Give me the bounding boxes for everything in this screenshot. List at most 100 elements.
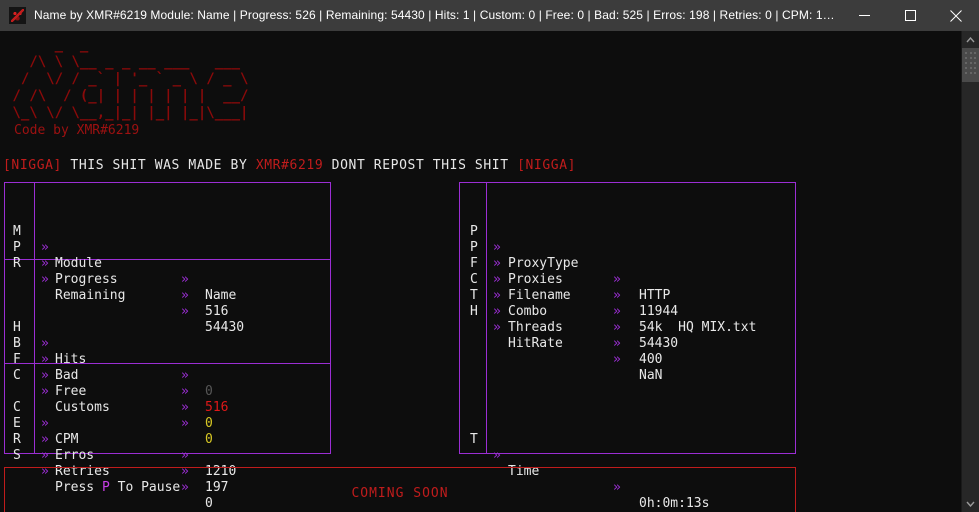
banner-credit: Code by XMR#6219 (14, 123, 140, 138)
row-erros-key: E (13, 416, 21, 431)
row-time-value: 0h:0m:13s (639, 496, 710, 511)
row-proxytype-key: P (470, 224, 478, 239)
row-hits-chevron-2: » (181, 368, 189, 383)
row-threads-key: T (470, 288, 478, 303)
row-progress-chevron-2: » (181, 288, 189, 303)
stats-panel-left: M » Module » Name P » Progress » 516 (4, 182, 331, 511)
row-bad-key: B (13, 336, 21, 351)
pause-hotkey: P (101, 480, 110, 495)
row-filename-value: 54k HQ MIX.txt (639, 320, 757, 335)
row-remaining-value: 54430 (205, 320, 245, 335)
row-hits: H » Hits » 0 (5, 304, 330, 399)
maximize-button[interactable] (887, 0, 933, 31)
row-hitrate-chevron-1: » (493, 320, 501, 335)
console-output: _ _ /\ \ \__ _ _ __ ___ ___ / \/ / _` | … (0, 31, 961, 512)
row-bad-label: Bad (55, 368, 79, 383)
row-progress-key: P (13, 240, 21, 255)
row-bad-chevron-2: » (181, 384, 189, 399)
row-proxytype-label: ProxyType (508, 256, 579, 271)
row-bad-value: 516 (205, 400, 229, 415)
notice-close-tag: [NIGGA] (517, 158, 577, 173)
row-proxytype-chevron-1: » (493, 240, 501, 255)
pause-suffix: To Pause (109, 480, 181, 495)
row-time-chevron-2: » (613, 480, 621, 495)
row-hits-label: Hits (55, 352, 87, 367)
scrollbar-thumb[interactable] (962, 48, 979, 82)
row-retries-chevron-2: » (181, 480, 189, 495)
row-pause-key: S (13, 448, 21, 463)
row-erros-chevron-1: » (41, 432, 49, 447)
panel-left-divider-1 (5, 259, 330, 260)
row-customs-key: C (13, 368, 21, 383)
row-proxies-chevron-2: » (613, 288, 621, 303)
ascii-art-logo: _ _ /\ \ \__ _ _ __ ___ ___ / \/ / _` | … (12, 37, 249, 121)
row-hitrate-key: H (470, 304, 478, 319)
row-time-key: T (470, 432, 478, 447)
window-title: Name by XMR#6219 Module: Name | Progress… (34, 8, 841, 22)
row-threads-chevron-1: » (493, 304, 501, 319)
row-proxytype-value: HTTP (639, 288, 671, 303)
row-threads-value: 400 (639, 352, 663, 367)
row-remaining: R » Remaining » 54430 (5, 240, 330, 335)
row-module-value: Name (205, 288, 237, 303)
row-filename-chevron-2: » (613, 304, 621, 319)
row-proxytype: P » ProxyType » HTTP (460, 208, 795, 303)
panel-left-vertical-divider (34, 183, 35, 453)
row-proxies-label: Proxies (508, 272, 563, 287)
row-progress: P » Progress » 516 (5, 224, 330, 319)
row-module: M » Module » Name (5, 208, 330, 303)
scroll-up-arrow-icon[interactable] (962, 31, 979, 48)
scroll-down-arrow-icon[interactable] (962, 495, 979, 512)
minimize-button[interactable] (841, 0, 887, 31)
row-filename-label: Filename (508, 288, 571, 303)
row-threads-label: Threads (508, 320, 563, 335)
row-free-label: Free (55, 384, 87, 399)
row-cpm: C » CPM » 1210 (5, 384, 330, 479)
row-module-chevron-1: » (41, 240, 49, 255)
row-combo-chevron-1: » (493, 288, 501, 303)
app-skull-icon (9, 7, 26, 24)
row-retries: R » Retries » 0 (5, 416, 330, 511)
notice-line: [NIGGA] THIS SHIT WAS MADE BY XMR#6219 D… (3, 158, 576, 174)
panel-left-divider-2 (5, 363, 330, 364)
row-proxytype-chevron-2: » (613, 272, 621, 287)
row-erros-value: 197 (205, 480, 229, 495)
row-free: F » Free » 0 (5, 336, 330, 431)
row-cpm-chevron-1: » (41, 416, 49, 431)
coming-soon-panel: COMING SOON (4, 467, 796, 512)
row-retries-value: 0 (205, 496, 213, 511)
row-remaining-key: R (13, 256, 21, 271)
row-threads: T » Threads » 400 (460, 272, 795, 367)
row-time-chevron-1: » (493, 448, 501, 463)
row-filename-chevron-1: » (493, 272, 501, 287)
panel-right-vertical-divider (486, 183, 487, 453)
row-threads-chevron-2: » (613, 336, 621, 351)
row-cpm-chevron-2: » (181, 448, 189, 463)
row-progress-label: Progress (55, 272, 118, 287)
row-free-chevron-2: » (181, 400, 189, 415)
notice-part1: THIS SHIT WAS MADE BY (62, 158, 256, 173)
close-button[interactable] (933, 0, 979, 31)
row-hits-chevron-1: » (41, 336, 49, 351)
vertical-scrollbar[interactable] (961, 31, 979, 512)
scrollbar-track[interactable] (962, 48, 979, 495)
row-combo-key: C (470, 272, 478, 287)
row-hitrate-value: NaN (639, 368, 663, 383)
row-pause-hint[interactable]: S » Press P To Pause (5, 432, 330, 495)
row-module-chevron-2: » (181, 272, 189, 287)
stats-panel-right: P » ProxyType » HTTP P » Proxies » 11944 (459, 182, 796, 511)
row-cpm-key: C (13, 400, 21, 415)
row-remaining-label: Remaining (55, 288, 126, 303)
row-pause-chevron: » (41, 464, 49, 479)
row-erros-label: Erros (55, 448, 95, 463)
notice-open-tag: [NIGGA] (3, 158, 62, 173)
row-hits-key: H (13, 320, 21, 335)
row-progress-chevron-1: » (41, 256, 49, 271)
panel-left-rows: M » Module » Name P » Progress » 516 (5, 183, 330, 511)
row-retries-chevron-1: » (41, 448, 49, 463)
row-erros-chevron-2: » (181, 464, 189, 479)
row-module-label: Module (55, 256, 102, 271)
title-bar: Name by XMR#6219 Module: Name | Progress… (0, 0, 979, 31)
row-bad-chevron-1: » (41, 352, 49, 367)
